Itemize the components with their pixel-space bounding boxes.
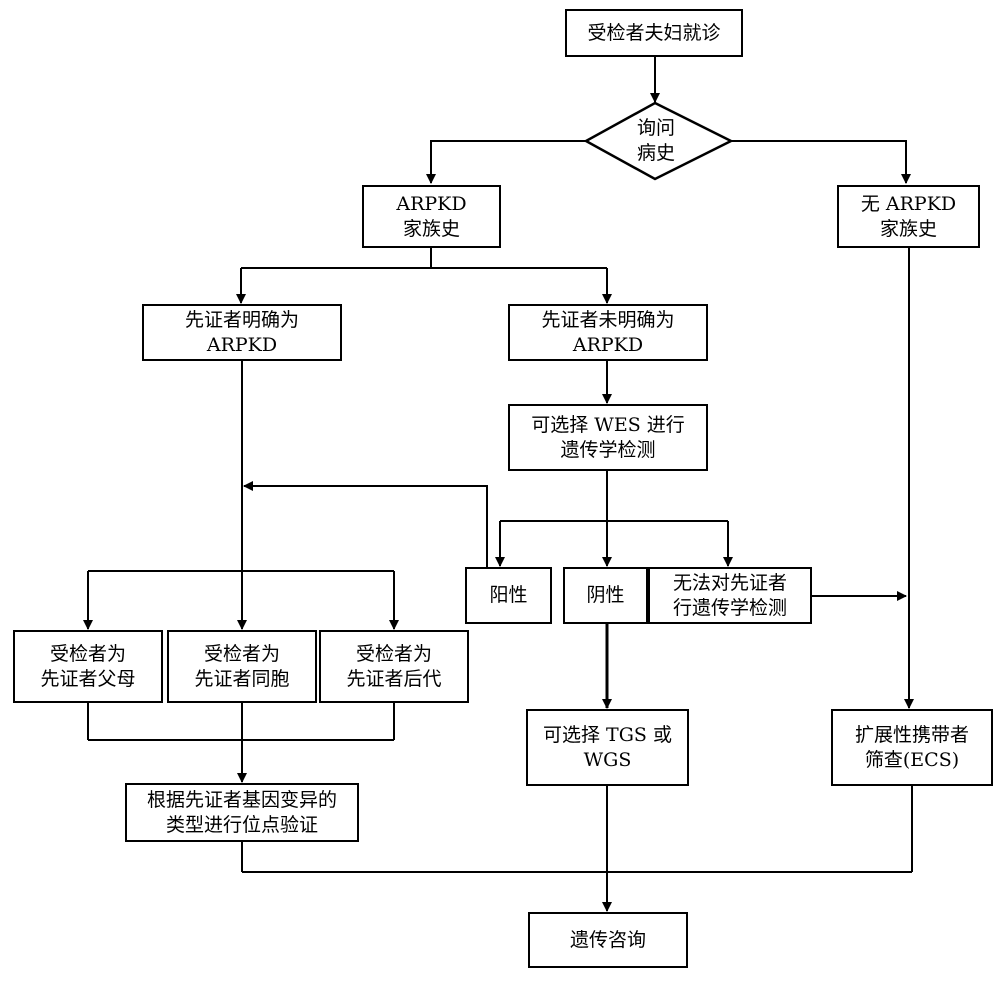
node-site-verification: 根据先证者基因变异的 类型进行位点验证 <box>125 783 359 842</box>
node-offspring: 受检者为 先证者后代 <box>319 630 469 703</box>
node-parents: 受检者为 先证者父母 <box>13 630 163 703</box>
decision-diamond <box>583 101 734 181</box>
node-wes: 可选择 WES 进行 遗传学检测 <box>508 404 708 471</box>
node-positive: 阳性 <box>465 567 552 624</box>
node-no-arpkd-family: 无 ARPKD 家族史 <box>837 185 980 248</box>
node-siblings: 受检者为 先证者同胞 <box>167 630 317 703</box>
decision-label: 询问 病史 <box>636 117 675 164</box>
node-negative: 阴性 <box>563 567 648 624</box>
node-cannot-test: 无法对先证者 行遗传学检测 <box>648 567 812 624</box>
node-ecs: 扩展性携带者 筛查(ECS) <box>831 709 993 786</box>
node-arpkd-family: ARPKD 家族史 <box>362 185 501 248</box>
node-tgs-wgs: 可选择 TGS 或 WGS <box>526 709 689 786</box>
node-counseling: 遗传咨询 <box>528 912 688 968</box>
node-proband-unconfirmed: 先证者未明确为 ARPKD <box>508 304 708 361</box>
node-proband-confirmed: 先证者明确为 ARPKD <box>142 304 342 361</box>
node-start: 受检者夫妇就诊 <box>565 9 743 57</box>
